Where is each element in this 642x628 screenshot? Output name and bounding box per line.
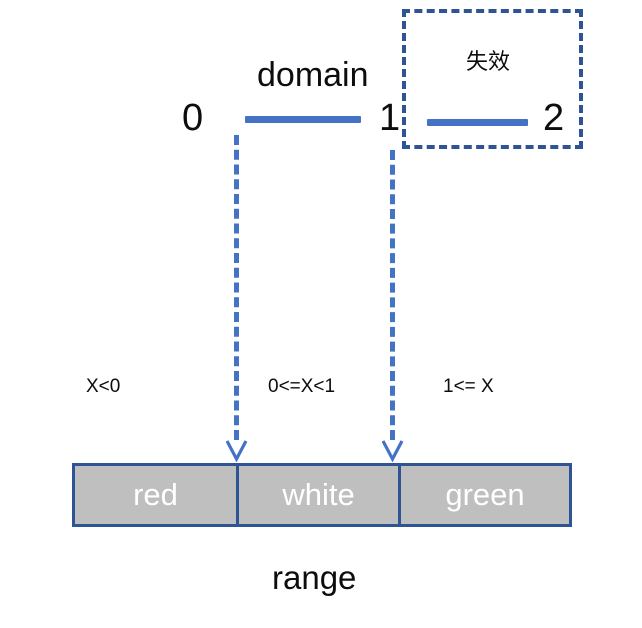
invalid-domain-segment	[427, 119, 528, 126]
boundary-arrow-0	[225, 135, 248, 465]
condition-label-one-or-more: 1<= X	[443, 376, 494, 397]
boundary-arrow-1	[381, 150, 404, 465]
range-bar: red white green	[72, 463, 572, 527]
boundary-arrow-0-head	[225, 440, 248, 463]
domain-tick-1: 1	[379, 97, 401, 139]
domain-tick-0: 0	[182, 97, 204, 139]
boundary-arrow-1-stem	[390, 150, 395, 440]
boundary-arrow-0-stem	[234, 135, 239, 440]
range-cell-white: white	[236, 466, 398, 524]
domain-title: domain	[257, 56, 369, 94]
range-cell-green: green	[398, 466, 569, 524]
range-title: range	[272, 559, 357, 596]
boundary-arrow-1-head	[381, 440, 404, 463]
condition-label-less-than-zero: X<0	[86, 376, 121, 397]
condition-label-zero-to-one: 0<=X<1	[268, 376, 336, 397]
invalid-note-label: 失效	[466, 50, 511, 75]
domain-tick-2: 2	[543, 97, 565, 139]
range-cell-red: red	[75, 466, 236, 524]
valid-domain-segment	[245, 116, 361, 123]
invalid-range-callout-box	[402, 9, 583, 149]
